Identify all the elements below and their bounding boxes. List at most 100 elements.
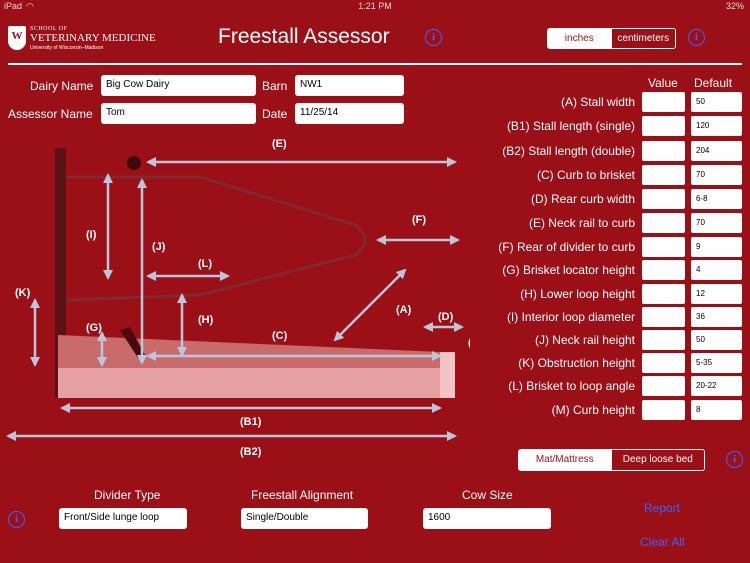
measurement-value-input[interactable]: [642, 189, 685, 209]
crest-icon: W: [8, 26, 26, 50]
dimension-label-c: (C): [272, 330, 288, 342]
units-inches-option[interactable]: inches: [548, 29, 611, 48]
date-label: Date: [262, 107, 288, 121]
dairy-name-label: Dairy Name: [30, 79, 94, 93]
dimension-label-b1: (B1): [240, 416, 262, 428]
measurement-row-label: (F) Rear of divider to curb: [498, 240, 635, 254]
default-column-header: Default: [694, 76, 733, 90]
measurement-value-input[interactable]: [642, 400, 685, 420]
measurement-default-value: 204: [691, 141, 742, 161]
bed-type-mat-option[interactable]: Mat/Mattress: [519, 450, 611, 470]
measurement-default-value: 50: [691, 92, 742, 112]
measurement-default-value: 70: [691, 165, 742, 185]
measurement-value-input[interactable]: [642, 92, 685, 112]
dimension-label-d: (D): [438, 311, 454, 323]
measurement-value-input[interactable]: [642, 260, 685, 280]
assessor-name-field[interactable]: Tom: [101, 103, 256, 124]
value-column-header: Value: [648, 76, 678, 90]
measurement-default-value: 50: [691, 330, 742, 350]
alignment-label: Freestall Alignment: [251, 488, 354, 502]
measurement-row-label: (L) Brisket to loop angle: [508, 379, 635, 393]
measurement-row-label: (K) Obstruction height: [518, 356, 635, 370]
measurement-default-value: 9: [691, 237, 742, 257]
curb: [440, 352, 455, 398]
measurement-row-label: (G) Brisket locator height: [502, 263, 635, 277]
measurement-default-value: 8: [691, 400, 742, 420]
alignment-select[interactable]: Single/Double: [241, 508, 368, 529]
dimension-label-h: (H): [198, 314, 214, 326]
bed-type-deep-option[interactable]: Deep loose bed: [610, 450, 704, 470]
measurement-row-label: (D) Rear curb width: [530, 192, 635, 206]
measurement-default-value: 120: [691, 116, 742, 136]
divider-info-icon[interactable]: i: [8, 511, 25, 528]
freestall-diagram: (E) (I) (J) (L) (F) (A) (K) (G) (H) (C) (D) (M) (B1)…: [6, 138, 470, 458]
bed-type-info-icon[interactable]: i: [726, 451, 743, 468]
measurement-row-label: (C) Curb to brisket: [536, 168, 635, 182]
dimension-label-i: (I): [86, 229, 97, 241]
school-logo: W SCHOOL OF VETERINARY MEDICINE Universi…: [8, 26, 156, 52]
units-centimeters-option[interactable]: centimeters: [610, 29, 675, 48]
dimension-label-m: (M): [468, 337, 470, 349]
wifi-icon: ◠: [26, 1, 34, 11]
measurement-row-label: (B1) Stall length (single): [506, 119, 635, 133]
measurement-row-label: (M) Curb height: [551, 403, 635, 417]
info-icon[interactable]: i: [425, 29, 442, 46]
dimension-label-g: (G): [86, 322, 102, 334]
stall-bed-front: [58, 368, 455, 398]
bed-type-segmented-control[interactable]: Mat/Mattress Deep loose bed: [518, 449, 705, 471]
dimension-arrow-a: [333, 268, 407, 342]
dimension-label-e: (E): [272, 138, 287, 150]
battery-percent: 32%: [725, 1, 744, 11]
measurement-default-value: 6-8: [691, 189, 742, 209]
measurement-value-input[interactable]: [642, 376, 685, 396]
dairy-name-field[interactable]: Big Cow Dairy: [101, 75, 256, 96]
dimension-label-a: (A): [396, 304, 412, 316]
measurement-value-input[interactable]: [642, 213, 685, 233]
measurement-value-input[interactable]: [642, 330, 685, 350]
page-title: Freestall Assessor: [218, 25, 390, 48]
measurement-value-input[interactable]: [642, 284, 685, 304]
divider-type-label: Divider Type: [94, 488, 161, 502]
barn-field[interactable]: NW1: [295, 75, 404, 96]
clear-all-link[interactable]: Clear All: [640, 535, 685, 549]
measurement-value-input[interactable]: [642, 165, 685, 185]
measurement-default-value: 20-22: [691, 376, 742, 396]
dimension-label-l: (L): [198, 258, 212, 270]
dimension-label-f: (F): [412, 214, 426, 226]
divider-type-select[interactable]: Front/Side lunge loop: [59, 508, 187, 529]
measurement-default-value: 70: [691, 213, 742, 233]
status-bar: iPad ◠ 1:21 PM 32%: [0, 0, 750, 14]
dimension-label-k: (K): [15, 287, 31, 299]
units-info-icon[interactable]: i: [688, 29, 705, 46]
measurement-value-input[interactable]: [642, 353, 685, 373]
measurement-value-input[interactable]: [642, 116, 685, 136]
neck-rail: [127, 156, 141, 170]
measurement-value-input[interactable]: [642, 141, 685, 161]
measurement-row-label: (I) Interior loop diameter: [506, 310, 635, 324]
barn-label: Barn: [262, 79, 288, 93]
measurement-value-input[interactable]: [642, 307, 685, 327]
measurement-row-label: (E) Neck rail to curb: [528, 216, 635, 230]
assessor-name-label: Assessor Name: [8, 107, 93, 121]
device-name: iPad: [4, 1, 23, 11]
cow-size-field[interactable]: 1600: [423, 508, 551, 529]
header-divider: [8, 63, 742, 65]
measurement-default-value: 12: [691, 284, 742, 304]
measurement-row-label: (A) Stall width: [560, 95, 635, 109]
dimension-label-j: (J): [152, 241, 166, 253]
report-link[interactable]: Report: [644, 501, 681, 515]
dimension-label-b2: (B2): [240, 446, 262, 458]
measurement-row-label: (B2) Stall length (double): [502, 144, 635, 158]
measurement-value-input[interactable]: [642, 237, 685, 257]
status-time: 1:21 PM: [358, 1, 392, 11]
cow-size-label: Cow Size: [462, 488, 513, 502]
date-field[interactable]: 11/25/14: [295, 103, 404, 124]
measurement-row-label: (J) Neck rail height: [534, 333, 635, 347]
measurement-default-value: 5-35: [691, 353, 742, 373]
measurement-default-value: 36: [691, 307, 742, 327]
back-wall: [55, 148, 66, 398]
divider-loop: [65, 175, 367, 302]
measurement-row-label: (H) Lower loop height: [520, 287, 635, 301]
units-segmented-control[interactable]: inches centimeters: [547, 28, 676, 49]
measurement-default-value: 4: [691, 260, 742, 280]
